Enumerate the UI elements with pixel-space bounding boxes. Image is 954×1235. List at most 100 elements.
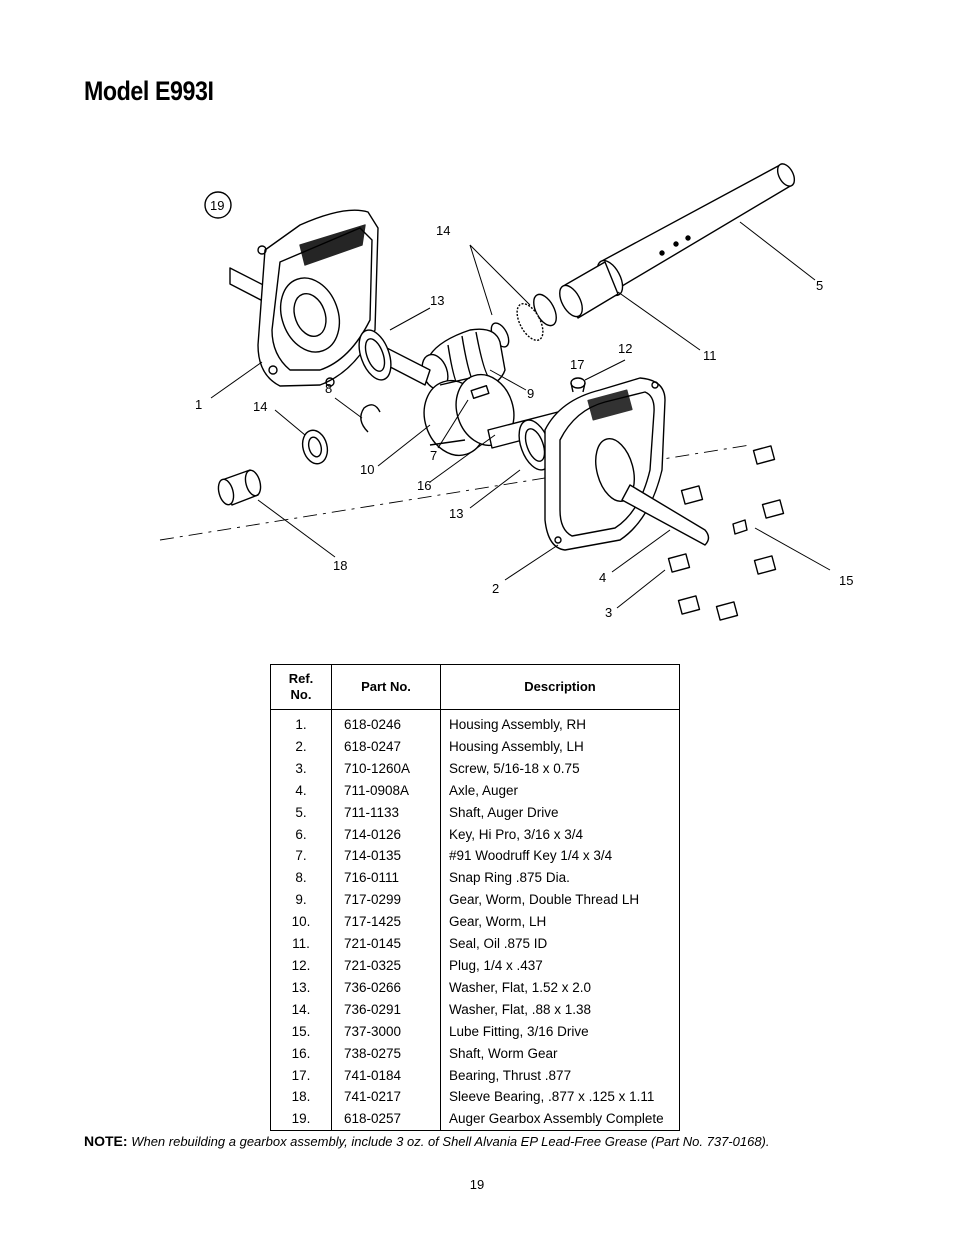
screws-part <box>667 445 785 621</box>
description-cell: Bearing, Thrust .877 <box>440 1064 680 1087</box>
part-no-cell: 721-0145 <box>331 933 441 955</box>
part-no-cell: 741-0184 <box>331 1064 441 1087</box>
description-cell: Shaft, Auger Drive <box>440 801 680 824</box>
part-no-cell: 710-1260A <box>331 757 441 780</box>
part-no-cell: 736-0266 <box>331 976 441 999</box>
callout-15: 15 <box>839 573 853 588</box>
note: NOTE: When rebuilding a gearbox assembly… <box>84 1133 770 1149</box>
ref-cell: 12. <box>270 954 332 977</box>
page-title: Model E993I <box>84 76 214 106</box>
ref-cell: 7. <box>270 845 332 868</box>
callout-7: 7 <box>430 448 437 463</box>
col-ref-no: Ref.No. <box>270 664 332 710</box>
housing-rh-part <box>257 209 379 387</box>
description-cell: Axle, Auger <box>440 779 680 802</box>
ref-cell: 3. <box>270 757 332 780</box>
part-no-cell: 736-0291 <box>331 998 441 1021</box>
plug-part <box>570 377 586 389</box>
description-cell: Key, Hi Pro, 3/16 x 3/4 <box>440 823 680 846</box>
callout-13b: 13 <box>449 506 463 521</box>
description-cell: Seal, Oil .875 ID <box>440 933 680 955</box>
ref-cell: 5. <box>270 801 332 824</box>
ref-cell: 15. <box>270 1020 332 1043</box>
callout-1: 1 <box>195 397 202 412</box>
ref-cell: 8. <box>270 867 332 890</box>
housing-lh-part <box>544 377 666 551</box>
auger-drive-shaft-part <box>599 163 796 293</box>
ref-cell: 11. <box>270 933 332 955</box>
ref-cell: 6. <box>270 823 332 846</box>
part-no-cell: 618-0257 <box>331 1108 441 1132</box>
part-no-cell: 717-1425 <box>331 911 441 934</box>
description-cell: Lube Fitting, 3/16 Drive <box>440 1020 680 1043</box>
ref-cell: 13. <box>270 976 332 999</box>
description-cell: Auger Gearbox Assembly Complete <box>440 1108 680 1132</box>
part-no-cell: 741-0217 <box>331 1086 441 1109</box>
ref-cell: 16. <box>270 1042 332 1065</box>
part-no-cell: 711-1133 <box>331 801 441 824</box>
washer-14b <box>301 429 329 465</box>
ref-cell: 2. <box>270 735 332 758</box>
callout-19-circle <box>204 191 232 219</box>
callout-16: 16 <box>417 478 431 493</box>
callout-2: 2 <box>492 581 499 596</box>
exploded-parts-diagram: 19 14 5 13 12 11 17 8 9 1 14 7 10 16 13 … <box>159 163 853 621</box>
description-cell: Plug, 1/4 x .437 <box>440 954 680 977</box>
lube-fitting-part <box>732 519 748 535</box>
description-cell: Sleeve Bearing, .877 x .125 x 1.11 <box>440 1086 680 1109</box>
part-no-cell: 618-0247 <box>331 735 441 758</box>
ref-cell: 19. <box>270 1108 332 1132</box>
callout-4: 4 <box>599 570 606 585</box>
callout-14b: 14 <box>253 399 267 414</box>
description-cell: Snap Ring .875 Dia. <box>440 867 680 890</box>
description-cell: #91 Woodruff Key 1/4 x 3/4 <box>440 845 680 868</box>
description-cell: Housing Assembly, RH <box>440 709 680 736</box>
part-no-cell: 716-0111 <box>331 867 441 890</box>
part-no-cell: 737-3000 <box>331 1020 441 1043</box>
callout-18: 18 <box>333 558 347 573</box>
note-label: NOTE: <box>84 1133 128 1149</box>
ref-cell: 18. <box>270 1086 332 1109</box>
part-no-cell: 738-0275 <box>331 1042 441 1065</box>
ref-cell: 17. <box>270 1064 332 1087</box>
part-no-cell: 714-0135 <box>331 845 441 868</box>
ref-cell: 1. <box>270 709 332 736</box>
callout-13a: 13 <box>430 293 444 308</box>
description-cell: Shaft, Worm Gear <box>440 1042 680 1065</box>
description-cell: Washer, Flat, 1.52 x 2.0 <box>440 976 680 999</box>
description-cell: Screw, 5/16-18 x 0.75 <box>440 757 680 780</box>
snap-ring-part <box>360 404 381 433</box>
note-text: When rebuilding a gearbox assembly, incl… <box>131 1134 770 1149</box>
callout-11: 11 <box>703 348 717 363</box>
description-cell: Gear, Worm, LH <box>440 911 680 934</box>
ref-cell: 14. <box>270 998 332 1021</box>
sleeve-bearing-part <box>217 469 262 506</box>
table-row: 7.714-0135#91 Woodruff Key 1/4 x 3/4 <box>270 845 680 868</box>
callout-9: 9 <box>527 386 534 401</box>
callout-5: 5 <box>816 278 823 293</box>
callout-labels: 19 14 5 13 12 11 17 8 9 1 14 7 10 16 13 … <box>195 198 853 620</box>
part-no-cell: 721-0325 <box>331 954 441 977</box>
callout-10: 10 <box>360 462 374 477</box>
callout-14a: 14 <box>436 223 450 238</box>
description-cell: Gear, Worm, Double Thread LH <box>440 889 680 912</box>
part-no-cell: 618-0246 <box>331 709 441 736</box>
callout-17: 17 <box>570 357 584 372</box>
table-header-row: Ref.No. Part No. Description <box>270 664 680 710</box>
ref-cell: 9. <box>270 889 332 912</box>
callout-12: 12 <box>618 341 632 356</box>
part-no-cell: 717-0299 <box>331 889 441 912</box>
